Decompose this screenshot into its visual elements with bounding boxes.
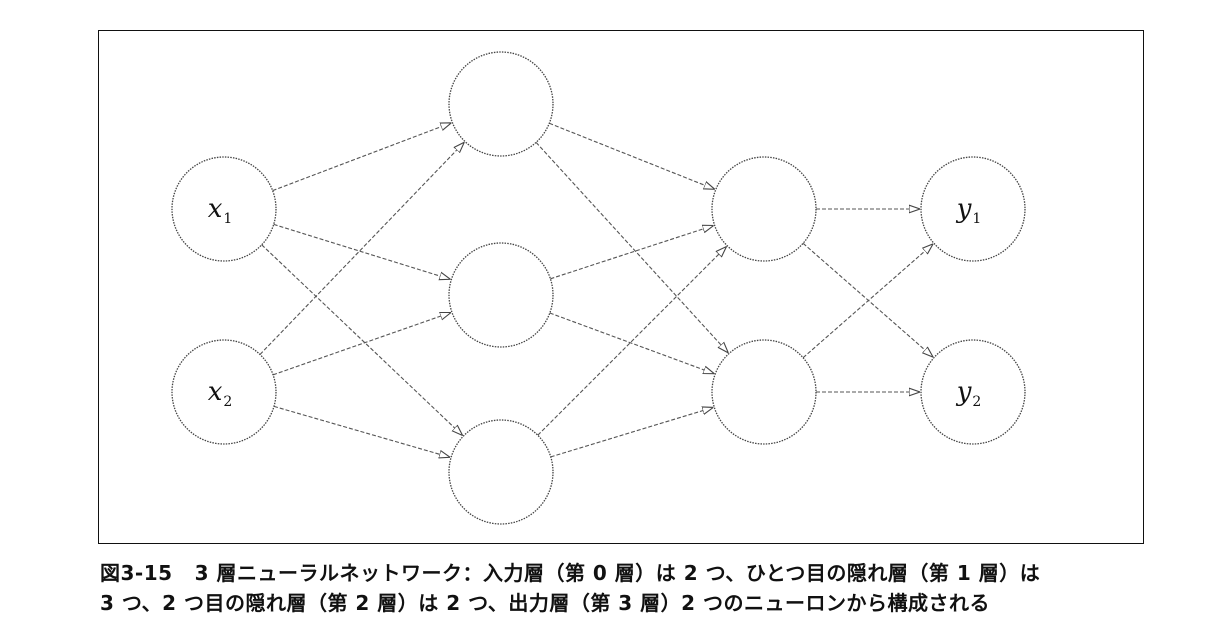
edge-l1n2-to-l2n1 — [550, 226, 713, 280]
edge-l0n2-to-l1n3 — [273, 405, 450, 457]
neuron-layer3-2: y2 — [920, 339, 1026, 445]
edge-l1n2-to-l2n2 — [549, 312, 715, 374]
edge-l0n1-to-l1n3 — [261, 244, 463, 436]
neuron-circle — [448, 242, 554, 348]
caption-line-2: 3 つ、2 つ目の隠れ層（第 2 層）は 2 つ、出力層（第 3 層）2 つのニ… — [100, 591, 991, 615]
figure-frame — [98, 30, 1144, 544]
neuron-circle — [171, 156, 277, 262]
edge-l1n3-to-l2n2 — [550, 407, 714, 458]
neuron-layer1-3 — [448, 419, 554, 525]
neuron-layer1-2 — [448, 242, 554, 348]
neuron-circle — [448, 419, 554, 525]
edge-l2n2-to-l3n1 — [802, 244, 933, 359]
neuron-circle — [448, 51, 554, 157]
edges — [259, 122, 933, 458]
edge-l0n2-to-l1n1 — [259, 142, 464, 355]
caption-line-1: 3 層ニューラルネットワーク：入力層（第 0 層）は 2 つ、ひとつ目の隠れ層（… — [194, 561, 1041, 585]
figure-caption: 図3-15 3 層ニューラルネットワーク：入力層（第 0 層）は 2 つ、ひとつ目… — [100, 558, 1140, 618]
neuron-layer1-1 — [448, 51, 554, 157]
neuron-circle — [171, 339, 277, 445]
neuron-layer0-1: x1 — [171, 156, 277, 262]
caption-figure-number: 図3-15 — [100, 561, 173, 585]
neuron-layer2-2 — [711, 339, 817, 445]
edge-l1n1-to-l2n1 — [549, 122, 715, 189]
edge-l1n3-to-l2n1 — [537, 247, 727, 436]
edge-l0n2-to-l1n2 — [272, 313, 451, 376]
edge-l0n1-to-l1n1 — [272, 123, 452, 192]
neuron-circle — [711, 339, 817, 445]
neuron-circle — [920, 156, 1026, 262]
neuron-circle — [711, 156, 817, 262]
neuron-layer0-2: x2 — [171, 339, 277, 445]
neuron-circle — [920, 339, 1026, 445]
edge-l1n1-to-l2n2 — [535, 142, 728, 353]
neuron-layer3-1: y1 — [920, 156, 1026, 262]
nodes: x1 x2 y1 y2 — [171, 51, 1026, 525]
neuron-layer2-1 — [711, 156, 817, 262]
edge-l0n1-to-l1n2 — [273, 223, 451, 279]
